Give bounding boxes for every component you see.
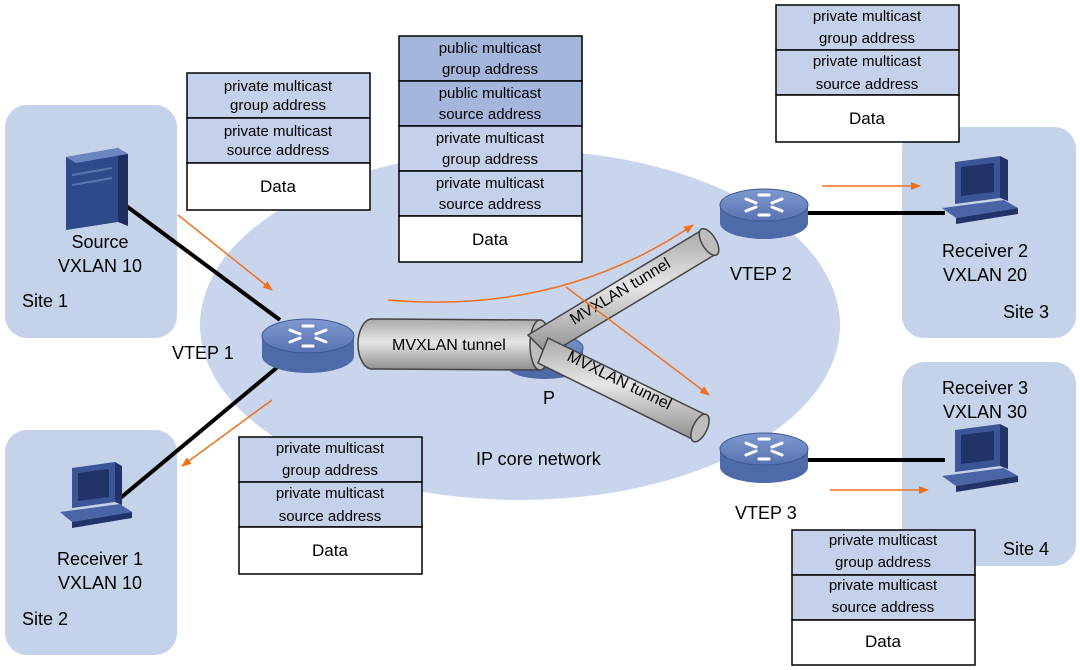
site2-label: Site 2 xyxy=(22,609,68,629)
packet-field-text: private multicast xyxy=(224,78,333,95)
packet-top-left: private multicast group address private … xyxy=(186,72,371,211)
tunnel-label-1: MVXLAN tunnel xyxy=(392,337,506,354)
packet-top-right: private multicast group address private … xyxy=(775,4,960,143)
vtep3-router xyxy=(719,432,809,483)
vtep1-label: VTEP 1 xyxy=(172,343,234,363)
packet-data-text: Data xyxy=(472,230,508,249)
packet-field-text: source address xyxy=(227,142,330,159)
vtep2-router xyxy=(719,188,809,239)
packet-bottom-right: private multicast group address private … xyxy=(791,529,976,666)
packet-field-text: private multicast xyxy=(829,532,938,549)
packet-data-text: Data xyxy=(260,177,296,196)
packet-field-text: public multicast xyxy=(439,85,542,102)
packet-field-text: group address xyxy=(282,462,378,479)
receiver1-computer-icon xyxy=(60,462,132,528)
flow-arrow-source-to-vtep1 xyxy=(177,214,273,291)
server-icon xyxy=(66,148,128,230)
receiver1-label: Receiver 1 xyxy=(57,549,143,569)
p-label: P xyxy=(543,388,555,408)
packet-data-text: Data xyxy=(312,541,348,560)
vtep1-router xyxy=(261,318,355,373)
receiver2-computer-icon xyxy=(942,156,1018,224)
packet-field-text: private multicast xyxy=(276,440,385,457)
receiver2-label: Receiver 2 xyxy=(942,241,1028,261)
flow-arrow-vtep1-to-receiver1 xyxy=(181,399,273,467)
packet-field-text: public multicast xyxy=(439,40,542,57)
flow-arrow-to-vtep3 xyxy=(565,286,710,396)
packet-field-text: private multicast xyxy=(813,53,922,70)
packet-field-text: group address xyxy=(442,61,538,78)
ip-core-network-label: IP core network xyxy=(476,449,602,469)
packet-field-text: group address xyxy=(230,97,326,114)
packet-field-text: private multicast xyxy=(436,175,545,192)
packet-field-text: source address xyxy=(832,599,935,616)
flow-arrow-to-vtep2 xyxy=(387,224,694,303)
packet-field-text: private multicast xyxy=(813,8,922,25)
source-vxlan-label: VXLAN 10 xyxy=(58,256,142,276)
site4-label: Site 4 xyxy=(1003,539,1049,559)
vtep2-label: VTEP 2 xyxy=(730,264,792,284)
source-label: Source xyxy=(71,232,128,252)
receiver1-vxlan-label: VXLAN 10 xyxy=(58,573,142,593)
packet-field-text: group address xyxy=(442,151,538,168)
packet-field-text: source address xyxy=(439,196,542,213)
packet-field-text: source address xyxy=(279,508,382,525)
packet-field-text: source address xyxy=(439,106,542,123)
packet-data-text: Data xyxy=(865,632,901,651)
receiver2-vxlan-label: VXLAN 20 xyxy=(943,265,1027,285)
receiver3-computer-icon xyxy=(942,424,1018,492)
packet-field-text: source address xyxy=(816,76,919,93)
packet-bottom-left: private multicast group address private … xyxy=(238,436,423,575)
packet-top-center: public multicast group address public mu… xyxy=(398,35,583,263)
packet-field-text: group address xyxy=(835,554,931,571)
packet-field-text: group address xyxy=(819,30,915,47)
vtep3-label: VTEP 3 xyxy=(735,503,797,523)
site3-area xyxy=(902,127,1076,338)
packet-field-text: private multicast xyxy=(829,577,938,594)
link-vtep1-receiver1 xyxy=(116,363,282,502)
packet-field-text: private multicast xyxy=(276,485,385,502)
site1-label: Site 1 xyxy=(22,291,68,311)
site3-label: Site 3 xyxy=(1003,302,1049,322)
tunnel-vtep1-p: MVXLAN tunnel xyxy=(357,318,551,371)
receiver3-vxlan-label: VXLAN 30 xyxy=(943,402,1027,422)
packet-data-text: Data xyxy=(849,109,885,128)
receiver3-label: Receiver 3 xyxy=(942,378,1028,398)
packet-field-text: private multicast xyxy=(436,130,545,147)
packet-field-text: private multicast xyxy=(224,123,333,140)
link-source-vtep1 xyxy=(123,203,282,322)
